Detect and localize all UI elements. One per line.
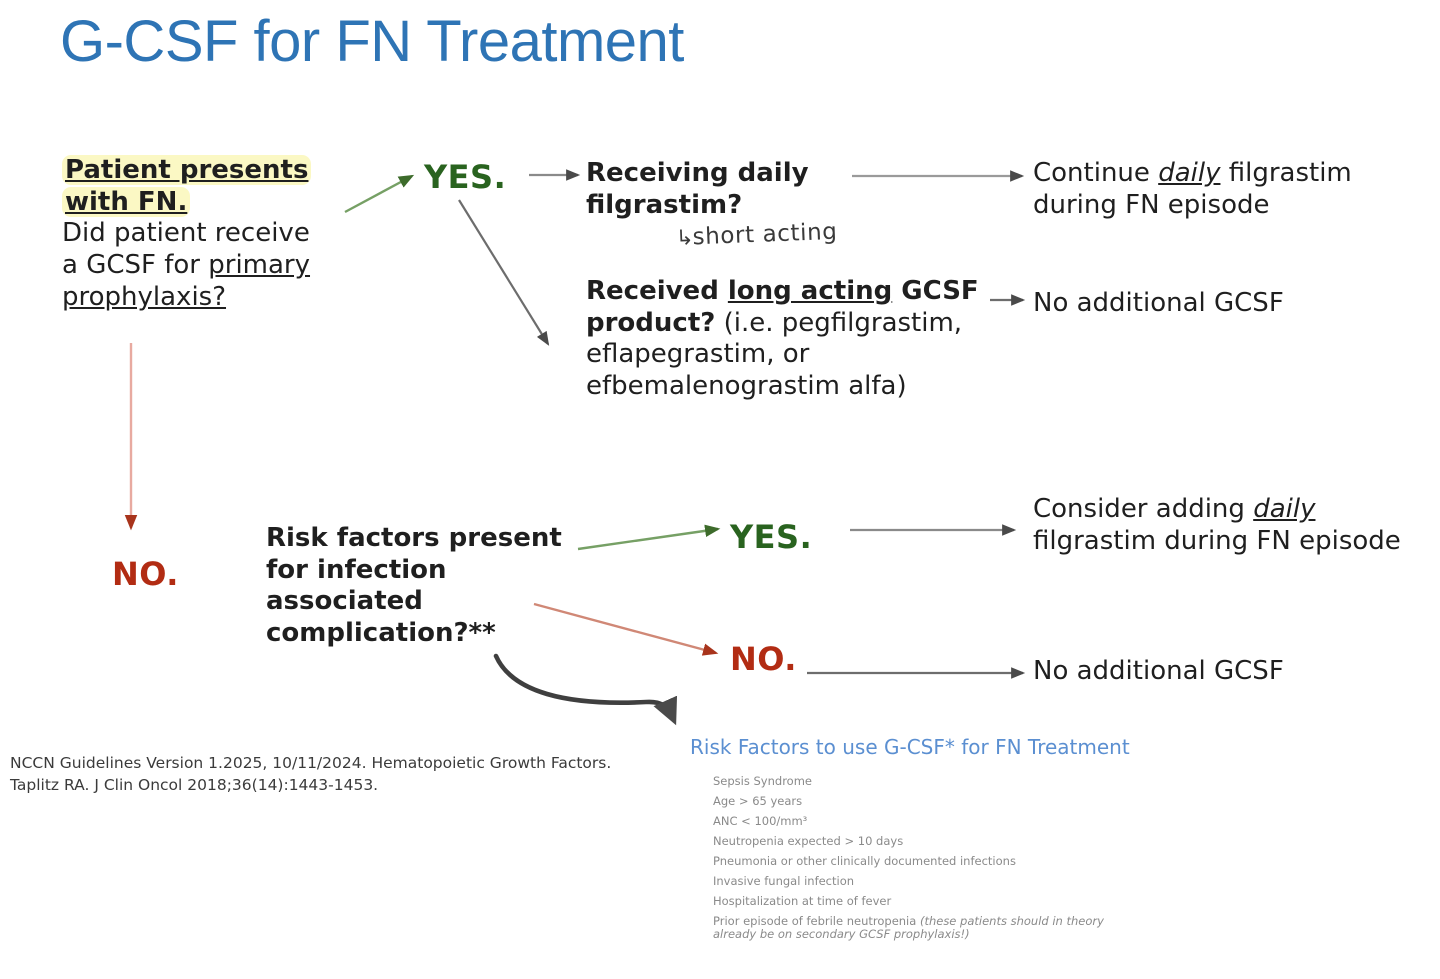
stem-question-prefix: Did patient receive a GCSF for bbox=[62, 218, 310, 281]
branch-label-no-left: NO. bbox=[112, 555, 179, 593]
outcome-consider-adding-daily-filgrastim: Consider adding daily filgrastim during … bbox=[1033, 494, 1433, 557]
branch-label-no-bottom: NO. bbox=[730, 640, 797, 678]
hook-arrow-icon: ↳ bbox=[675, 225, 694, 250]
branch-label-yes-top: YES. bbox=[424, 158, 507, 196]
page-title: G-CSF for FN Treatment bbox=[60, 9, 684, 74]
node-risk-factors-present: Risk factors present for infection assoc… bbox=[266, 523, 562, 649]
risk-factor-item: Prior episode of febrile neutropenia (th… bbox=[713, 915, 1143, 939]
arrow-risk-to-yes bbox=[577, 524, 721, 551]
node-long-prefix: Received bbox=[586, 276, 728, 306]
risk-factor-note: (these patients should in theory already… bbox=[713, 914, 1104, 941]
risk-factor-item: Sepsis Syndrome bbox=[713, 774, 812, 788]
risk-factors-panel-title: Risk Factors to use G-CSF* for FN Treatm… bbox=[690, 735, 1130, 759]
outcome-continue-prefix: Continue bbox=[1033, 158, 1159, 188]
handwritten-annotation-text: short acting bbox=[692, 218, 838, 251]
stem-question-underlined: primary prophylaxis? bbox=[62, 250, 311, 312]
risk-factor-item: Pneumonia or other clinically documented… bbox=[713, 854, 1016, 869]
node-long-suffix: GCSF product? bbox=[586, 276, 979, 338]
outcome-consider-suffix: filgrastim during FN episode bbox=[1033, 525, 1401, 556]
citation-footnote: NCCN Guidelines Version 1.2025, 10/11/20… bbox=[10, 752, 630, 797]
risk-factor-item: Age > 65 years bbox=[713, 794, 803, 809]
node-long-parenthetical: (i.e. pegfilgrastim, eflapegrastim, or e… bbox=[586, 307, 963, 402]
risk-factor-item: ANC < 100/mm³ bbox=[713, 814, 808, 829]
stem-question-block: Patient presents with FN. Did patient re… bbox=[62, 155, 324, 314]
outcome-no-additional-gcsf-bottom: No additional GCSF bbox=[1033, 656, 1284, 686]
risk-factor-item: Invasive fungal infection bbox=[713, 874, 855, 889]
arrow-curved-to-riskpanel bbox=[493, 653, 678, 726]
citation-line-1: NCCN Guidelines Version 1.2025, 10/11/20… bbox=[10, 754, 612, 772]
risk-factor-text: Prior episode of febrile neutropenia bbox=[713, 914, 920, 929]
arrow-stem-to-yes bbox=[344, 174, 415, 214]
node-long-underlined: long acting bbox=[727, 276, 893, 306]
outcome-continue-emph: daily bbox=[1158, 158, 1221, 188]
node-received-long-acting-gcsf: Received long acting GCSF product? (i.e.… bbox=[586, 276, 1006, 403]
outcome-consider-emph: daily bbox=[1253, 494, 1316, 524]
stem-headline: Patient presents with FN. bbox=[62, 155, 312, 217]
outcome-no-additional-gcsf-top: No additional GCSF bbox=[1033, 288, 1284, 318]
outcome-consider-prefix: Consider adding bbox=[1033, 494, 1254, 524]
node-receiving-daily-filgrastim: Receiving daily filgrastim? bbox=[586, 158, 809, 220]
risk-factor-item: Hospitalization at time of fever bbox=[713, 894, 892, 909]
branch-label-yes-bottom: YES. bbox=[730, 518, 813, 556]
outcome-continue-suffix: filgrastim during FN episode bbox=[1033, 158, 1352, 220]
arrow-yes-to-longacting bbox=[458, 199, 550, 346]
handwritten-annotation-short-acting: ↳short acting bbox=[675, 218, 838, 252]
outcome-continue-daily-filgrastim: Continue daily filgrastim during FN epis… bbox=[1033, 158, 1383, 221]
risk-factor-item: Neutropenia expected > 10 days bbox=[713, 834, 904, 849]
citation-line-2: Taplitz RA. J Clin Oncol 2018;36(14):144… bbox=[10, 776, 379, 795]
